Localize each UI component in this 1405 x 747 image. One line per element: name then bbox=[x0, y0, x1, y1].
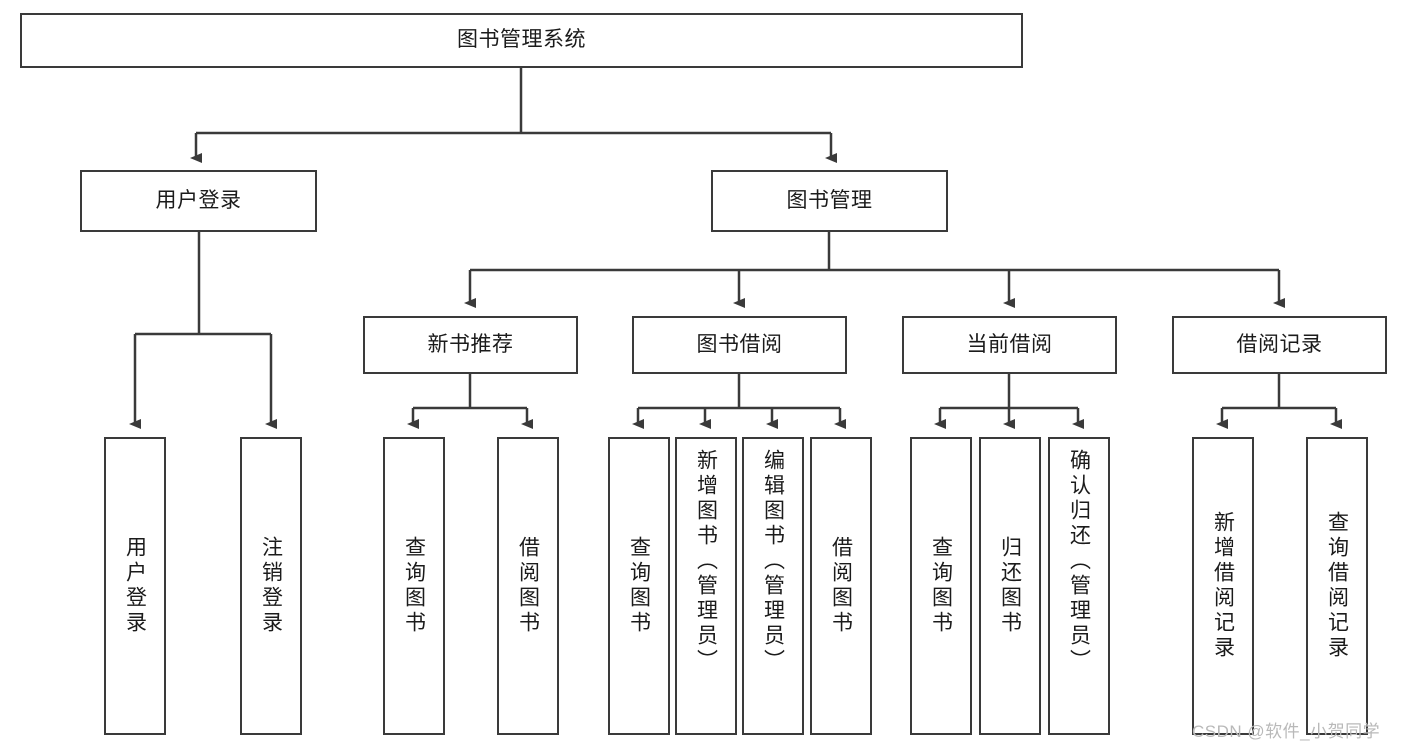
node-label: 新书推荐 bbox=[427, 332, 514, 356]
leaf-book-borrow-borrow-book[interactable]: 借阅图书 bbox=[810, 437, 872, 735]
node-label: 借阅记录 bbox=[1236, 332, 1323, 356]
node-label: 图书管理系统 bbox=[457, 28, 586, 52]
node-label: 图书管理 bbox=[786, 188, 873, 212]
leaf-label: 查询图书 bbox=[627, 536, 651, 636]
leaf-label: 查询图书 bbox=[402, 536, 426, 636]
node-borrow-record[interactable]: 借阅记录 bbox=[1172, 316, 1387, 374]
leaf-label: 新增借阅记录 bbox=[1211, 511, 1235, 661]
leaf-new-book-borrow-book[interactable]: 借阅图书 bbox=[497, 437, 559, 735]
leaf-user-login-login[interactable]: 用户登录 bbox=[104, 437, 166, 735]
leaf-label: 借阅图书 bbox=[829, 536, 853, 636]
leaf-borrow-record-add-record[interactable]: 新增借阅记录 bbox=[1192, 437, 1254, 735]
leaf-new-book-query-book[interactable]: 查询图书 bbox=[383, 437, 445, 735]
leaf-label: 查询图书 bbox=[929, 536, 953, 636]
node-book-management[interactable]: 图书管理 bbox=[711, 170, 948, 232]
leaf-user-login-logout[interactable]: 注销登录 bbox=[240, 437, 302, 735]
leaf-current-borrow-query-book[interactable]: 查询图书 bbox=[910, 437, 972, 735]
node-new-book-recommend[interactable]: 新书推荐 bbox=[363, 316, 578, 374]
leaf-label: 归还图书 bbox=[998, 536, 1022, 636]
leaf-book-borrow-edit-book-admin[interactable]: 编辑图书（管理员） bbox=[742, 437, 804, 735]
leaf-current-borrow-confirm-return-admin[interactable]: 确认归还（管理员） bbox=[1048, 437, 1110, 735]
node-label: 图书借阅 bbox=[696, 332, 783, 356]
csdn-watermark: CSDN @软件_小贺同学 bbox=[1192, 722, 1381, 741]
node-current-borrow[interactable]: 当前借阅 bbox=[902, 316, 1117, 374]
leaf-label: 编辑图书（管理员） bbox=[761, 449, 785, 674]
node-root-system[interactable]: 图书管理系统 bbox=[20, 13, 1023, 68]
leaf-label: 新增图书（管理员） bbox=[694, 449, 718, 674]
leaf-label: 查询借阅记录 bbox=[1325, 511, 1349, 661]
node-label: 当前借阅 bbox=[966, 332, 1053, 356]
leaf-label: 确认归还（管理员） bbox=[1067, 449, 1091, 674]
leaf-borrow-record-query-record[interactable]: 查询借阅记录 bbox=[1306, 437, 1368, 735]
leaf-label: 借阅图书 bbox=[516, 536, 540, 636]
leaf-current-borrow-return-book[interactable]: 归还图书 bbox=[979, 437, 1041, 735]
leaf-label: 用户登录 bbox=[123, 536, 147, 636]
leaf-book-borrow-add-book-admin[interactable]: 新增图书（管理员） bbox=[675, 437, 737, 735]
leaf-book-borrow-query-book[interactable]: 查询图书 bbox=[608, 437, 670, 735]
node-user-login[interactable]: 用户登录 bbox=[80, 170, 317, 232]
leaf-label: 注销登录 bbox=[259, 536, 283, 636]
node-label: 用户登录 bbox=[155, 188, 242, 212]
node-book-borrow[interactable]: 图书借阅 bbox=[632, 316, 847, 374]
